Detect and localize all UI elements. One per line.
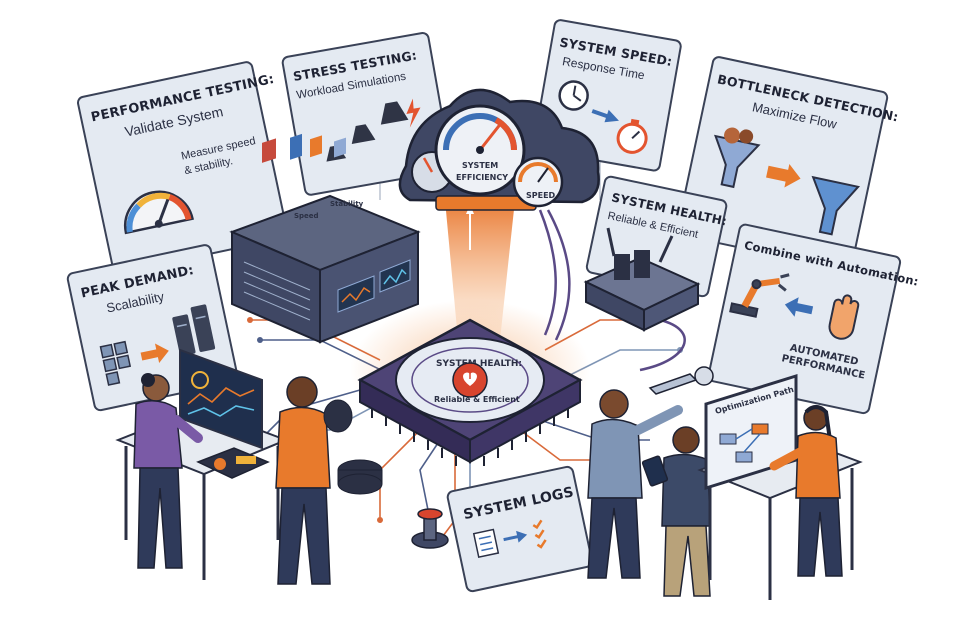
optimization-monitor: Optimization Path: [704, 373, 798, 491]
rack-label-stability: Stability: [330, 200, 364, 208]
gauge-center-label-2: EFFICIENCY: [456, 173, 508, 182]
funnel-clear-icon: [811, 175, 861, 236]
chip-ring-bottom: Reliable & Efficient: [434, 395, 520, 404]
checklist-icon: [472, 528, 500, 559]
chip-pins: [371, 408, 569, 466]
server-rack: Speed Stability: [229, 133, 421, 344]
efficiency-gauge-cluster: SYSTEM EFFICIENCY SPEED: [398, 88, 600, 211]
engineer-woman-right: [769, 405, 843, 577]
arrow-right-icon: [766, 164, 801, 188]
speed-gauge-icon: SPEED: [512, 156, 564, 208]
rack-vents: [243, 261, 311, 321]
control-panel: [196, 447, 270, 479]
rack-components: [262, 133, 346, 163]
funnel-clogged-icon: [714, 127, 761, 189]
arrow-right-icon: [140, 343, 169, 364]
robot-arm-icon: [729, 273, 790, 318]
lightning-icon: [406, 98, 421, 128]
checkmarks-icon: [532, 519, 547, 549]
clock-icon: [558, 80, 589, 111]
chip-ring-top: SYSTEM HEALTH:: [436, 359, 522, 369]
rack-label-speed: Speed: [294, 212, 319, 220]
panel-performance-testing: PERFORMANCE TESTING: Validate System Mea…: [76, 61, 289, 275]
gauge-speed-label: SPEED: [526, 191, 556, 200]
valve-icon: [411, 508, 449, 549]
gauge-center-label-1: SYSTEM: [462, 161, 498, 170]
engineer-man-pointing: [587, 389, 683, 579]
left-monitor: [179, 348, 263, 450]
arrow-right-icon: [591, 109, 619, 123]
cpu-chip: SYSTEM HEALTH: Reliable & Efficient: [357, 318, 583, 466]
hand-icon: [828, 294, 860, 340]
heart-power-icon: [452, 362, 488, 398]
tablet-icon: [641, 455, 669, 487]
tool-icon: [648, 366, 714, 395]
stopwatch-icon: [616, 118, 648, 154]
arrow-left-icon: [784, 297, 814, 317]
router-device: [583, 227, 701, 332]
engineer-woman-left: [133, 373, 203, 569]
panel-automation: Combine with Automation: AUTOMATED PERFO…: [707, 223, 920, 415]
cables: [538, 209, 686, 372]
rack-screens: [337, 259, 411, 313]
panel-system-logs: SYSTEM LOGS: [446, 465, 593, 593]
weight-plates-icon: [323, 399, 383, 495]
engineer-man-tablet: [641, 426, 711, 597]
center-gauge-icon: SYSTEM EFFICIENCY: [434, 104, 526, 196]
server-stack-icon: [172, 304, 216, 357]
arrow-right-icon: [503, 530, 528, 543]
speedometer-icon: [124, 190, 194, 235]
blocks-icon: [99, 340, 132, 386]
engineer-man-weights: [275, 376, 383, 585]
